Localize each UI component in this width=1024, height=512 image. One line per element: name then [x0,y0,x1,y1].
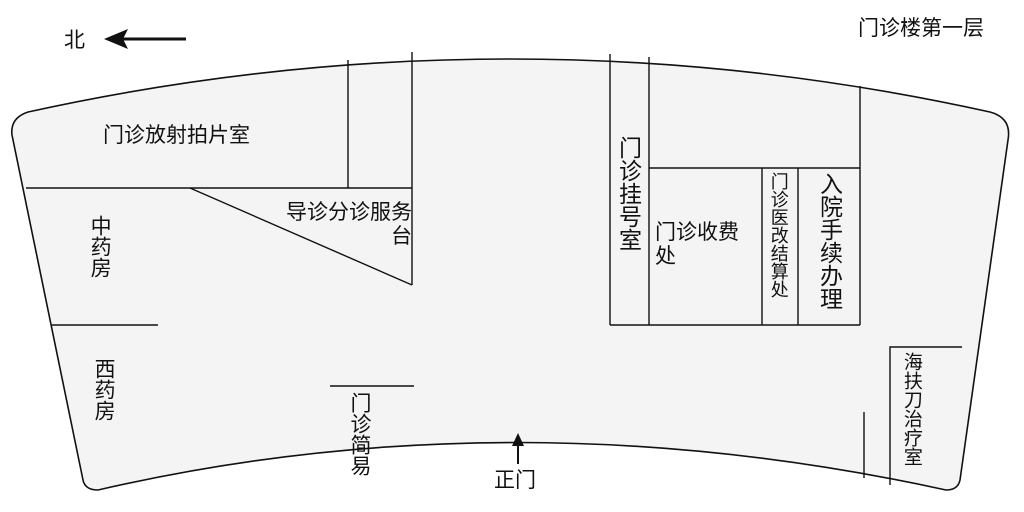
room-registration: 门诊挂号室 [614,136,641,251]
room-radiology: 门诊放射拍片室 [103,123,250,147]
north-arrow-icon [104,29,128,49]
room-hainan-surgery: 海扶刀治疗室 [900,352,923,466]
room-simple-clinic: 门诊简易 [348,392,372,476]
room-cashier: 门诊收费处 [655,220,739,269]
wall-surgery-room [889,346,962,485]
north-label: 北 [64,28,85,52]
floor-title: 门诊楼第一层 [858,16,984,40]
room-medical-reform-settlement: 门诊医改结算处 [767,172,789,298]
room-chinese-pharmacy: 中药房 [88,215,113,278]
room-western-pharmacy: 西药房 [92,358,117,421]
gate-arrow-icon [512,433,524,446]
main-gate-label: 正门 [494,468,536,492]
wall-service-diagonal [189,187,413,286]
room-guide-service: 导诊分诊服务台 [286,200,412,249]
building-outline [11,58,1010,491]
room-admission: 入院手续办理 [815,172,842,310]
